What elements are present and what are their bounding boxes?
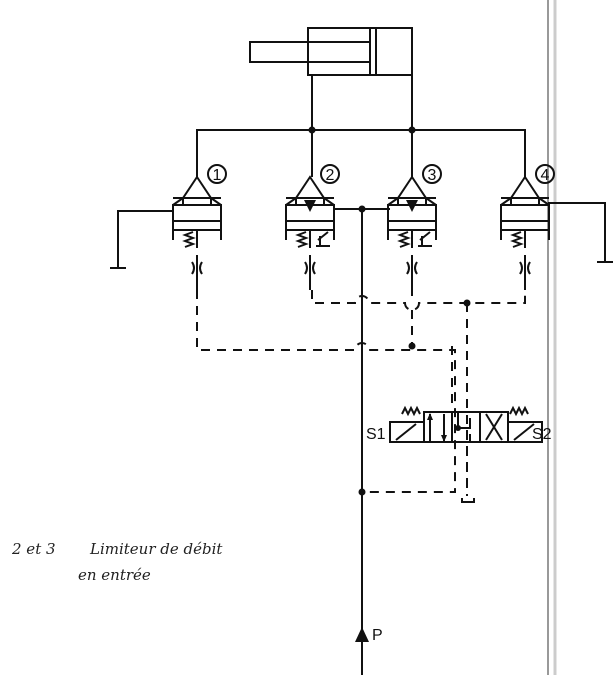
flow-valve-1: 1 [172, 164, 227, 290]
note-ref: 2 et 3 [11, 540, 56, 558]
pressure-line [355, 209, 416, 675]
solenoid-s1-label: S1 [366, 426, 386, 443]
spring-icon [401, 405, 421, 417]
note-line2: en entrée [78, 566, 151, 584]
valve-number: 4 [541, 167, 550, 184]
pressure-port-label: P [372, 627, 383, 644]
solenoid-s1 [389, 421, 425, 443]
note-text: Limiteur de débit [89, 540, 223, 558]
solenoid-s2-label: S2 [532, 426, 552, 443]
pilot-lines [196, 290, 526, 503]
hydraulic-cylinder [249, 27, 413, 76]
spring-icon [509, 405, 529, 417]
flow-valve-4: 4 [500, 164, 555, 290]
flow-valve-3: 3 [387, 164, 442, 290]
valve-number: 2 [326, 167, 335, 184]
directional-valve [389, 405, 543, 443]
outlet-lines [110, 202, 613, 269]
valve-number: 1 [213, 167, 222, 184]
solenoid-s2 [507, 421, 543, 443]
cylinder-lines [196, 75, 526, 177]
flow-valve-2: 2 [285, 164, 340, 290]
valve-number: 3 [428, 167, 437, 184]
